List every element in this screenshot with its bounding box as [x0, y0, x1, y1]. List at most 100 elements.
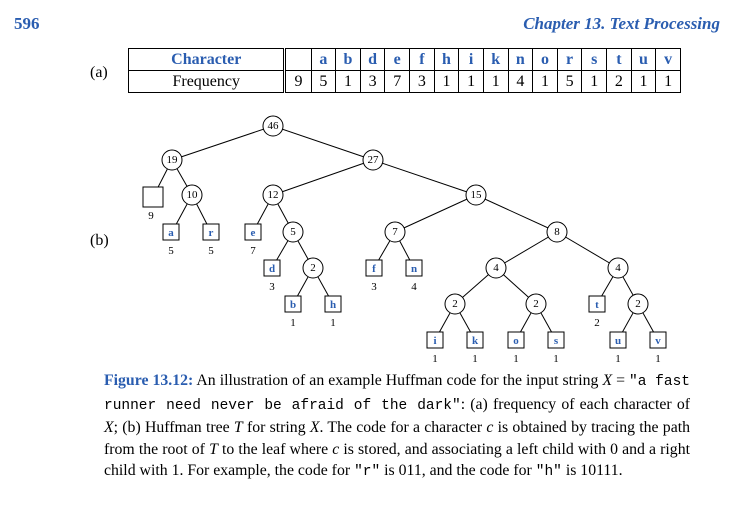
- internal-node: 4: [607, 257, 629, 279]
- caption-text: for string: [242, 419, 310, 437]
- leaf-node-t: t 2: [588, 295, 606, 329]
- var-x: X: [104, 419, 114, 437]
- caption-text: . The code for a character: [319, 419, 487, 437]
- freq-cell: 1: [433, 70, 459, 93]
- svg-text:1: 1: [513, 353, 519, 365]
- leaf-node-s: s 1: [547, 331, 565, 365]
- code-r: "r": [354, 464, 381, 481]
- leaf-node-r: r 5: [202, 223, 220, 257]
- svg-text:5: 5: [208, 245, 214, 257]
- freq-cell: 5: [310, 70, 336, 93]
- freq-cell: 2: [606, 70, 632, 93]
- freq-cell: 1: [458, 70, 484, 93]
- leaf-node-n: n 4: [405, 259, 423, 293]
- svg-text:a: a: [168, 227, 174, 239]
- svg-text:1: 1: [290, 317, 296, 329]
- svg-text:4: 4: [615, 262, 621, 274]
- freq-cell: 4: [507, 70, 533, 93]
- svg-text:5: 5: [168, 245, 174, 257]
- internal-node: 2: [525, 293, 547, 315]
- leaf-node-k: k 1: [466, 331, 484, 365]
- svg-text:1: 1: [330, 317, 336, 329]
- svg-text:h: h: [330, 299, 336, 311]
- svg-text:1: 1: [615, 353, 621, 365]
- svg-text:5: 5: [290, 226, 296, 238]
- svg-text:n: n: [411, 263, 417, 275]
- leaf-node-f: f 3: [365, 259, 383, 293]
- huffman-tree: 46 19 27 10 12 15 5 7 8 2 4 4 2 2 2 9 a …: [142, 115, 667, 365]
- svg-text:12: 12: [268, 189, 279, 201]
- leaf-node-b: b 1: [284, 295, 302, 329]
- svg-text:i: i: [433, 335, 436, 347]
- svg-text:46: 46: [268, 120, 280, 132]
- svg-text:3: 3: [269, 281, 275, 293]
- var-x: X: [309, 419, 320, 437]
- leaf-node-a: a 5: [162, 223, 180, 257]
- svg-text:2: 2: [533, 298, 539, 310]
- internal-node: 10: [181, 184, 203, 206]
- freq-cell-space: 9: [283, 70, 312, 93]
- code-h: "h": [535, 464, 562, 481]
- caption-text: to the leaf where: [217, 440, 333, 458]
- svg-text:2: 2: [594, 317, 600, 329]
- svg-text:t: t: [595, 299, 599, 311]
- page-number: 596: [14, 14, 40, 33]
- caption-text: =: [612, 372, 630, 389]
- var-c: c: [486, 419, 494, 437]
- leaf-node-space: 9: [142, 186, 164, 222]
- svg-text:4: 4: [411, 281, 417, 293]
- svg-text:4: 4: [493, 262, 499, 274]
- freq-cell: 3: [409, 70, 435, 93]
- freq-cell: 5: [556, 70, 582, 93]
- svg-text:b: b: [290, 299, 296, 311]
- svg-text:1: 1: [655, 353, 661, 365]
- leaf-node-d: d 3: [263, 259, 281, 293]
- svg-text:7: 7: [250, 245, 256, 257]
- caption-text: is stored, and associating a left child …: [104, 440, 690, 480]
- svg-text:3: 3: [371, 281, 377, 293]
- svg-text:o: o: [513, 335, 519, 347]
- var-t: T: [209, 440, 218, 458]
- var-c: c: [332, 440, 340, 458]
- svg-text:f: f: [372, 263, 376, 275]
- leaf-node-i: i 1: [426, 331, 444, 365]
- internal-node: 19: [161, 149, 183, 171]
- input-string: "a fast runner need never be afraid of t…: [104, 374, 690, 414]
- freq-cell: 1: [532, 70, 558, 93]
- internal-node: 15: [465, 184, 487, 206]
- freq-cell: 7: [384, 70, 410, 93]
- internal-node: 2: [627, 293, 649, 315]
- freq-cell: 1: [482, 70, 509, 93]
- frequency-row: Frequency 9 5 1 3 7 3 1 1 1 4 1 5 1 2 1 …: [127, 70, 681, 93]
- svg-text:19: 19: [167, 154, 179, 166]
- leaf-node-o: o 1: [507, 331, 525, 365]
- svg-text:2: 2: [452, 298, 458, 310]
- svg-text:2: 2: [635, 298, 641, 310]
- character-row: Character a b d e f h i k n o r s t u v: [127, 48, 681, 71]
- svg-text:1: 1: [432, 353, 438, 365]
- caption-text: is 10111.: [561, 462, 623, 480]
- freq-cell: 1: [630, 70, 656, 93]
- figure-caption: Figure 13.12: An illustration of an exam…: [104, 370, 690, 484]
- freq-cell: 3: [359, 70, 385, 93]
- svg-text:e: e: [251, 227, 256, 239]
- svg-text:7: 7: [392, 226, 398, 238]
- caption-text: : (a) frequency of each character of: [460, 395, 690, 413]
- part-b-label: (b): [90, 232, 109, 249]
- svg-text:9: 9: [148, 210, 154, 222]
- internal-node: 46: [262, 115, 284, 137]
- internal-node: 7: [384, 221, 406, 243]
- internal-node: 4: [485, 257, 507, 279]
- caption-text: is 011, and the code for: [380, 462, 536, 480]
- caption-text: ; (b) Huffman tree: [113, 419, 234, 437]
- svg-text:1: 1: [472, 353, 478, 365]
- frequency-table: Character a b d e f h i k n o r s t u v …: [127, 48, 681, 93]
- svg-text:u: u: [615, 335, 621, 347]
- chapter-header: Chapter 13. Text Processing: [523, 14, 720, 33]
- freq-cell: 1: [581, 70, 607, 93]
- internal-node: 2: [302, 257, 324, 279]
- svg-text:v: v: [655, 335, 661, 347]
- svg-text:8: 8: [554, 226, 560, 238]
- leaf-node-v: v 1: [649, 331, 667, 365]
- var-x: X: [602, 372, 613, 389]
